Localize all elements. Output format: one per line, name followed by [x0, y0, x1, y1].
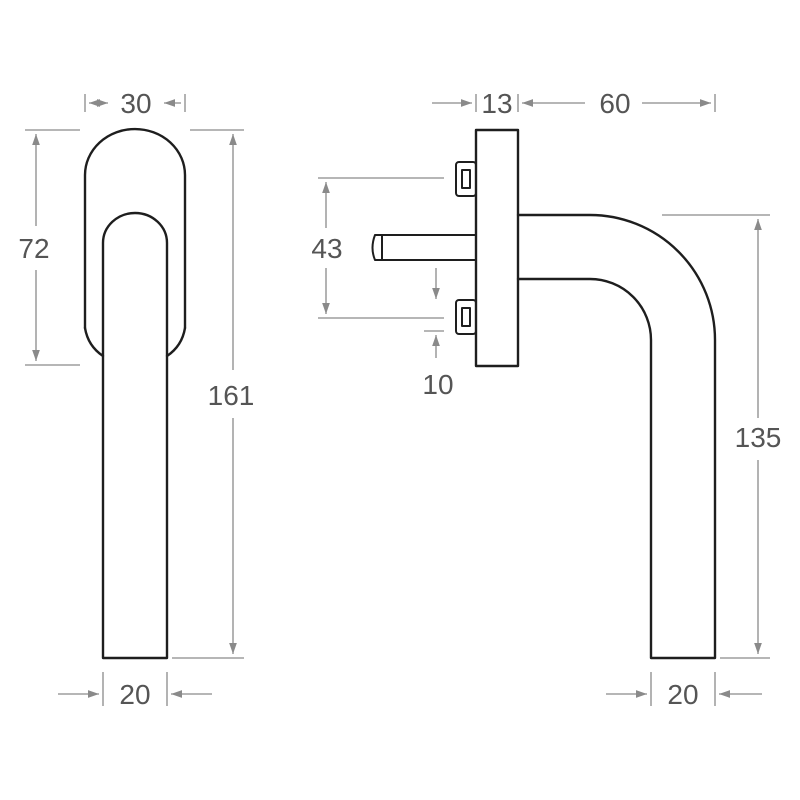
- dimension-side-lever-drop: 135: [662, 214, 782, 659]
- dimension-side-rose-depth: 13: [432, 88, 519, 119]
- label-front-rose-height: 72: [18, 233, 49, 264]
- dimension-side-spindle-offset: 10: [422, 268, 454, 400]
- dimension-front-total-height: 161: [172, 129, 255, 659]
- front-lever-outline: [101, 211, 169, 660]
- front-rose-outline: [83, 127, 187, 330]
- label-side-screw-spacing: 43: [311, 233, 342, 264]
- dimension-side-lever-width: 20: [606, 672, 762, 710]
- label-side-spindle-offset: 10: [422, 369, 453, 400]
- label-front-rose-width: 30: [120, 88, 151, 119]
- dimension-front-rose-width: 30: [84, 88, 186, 119]
- front-rose-bottom-left: [83, 326, 105, 358]
- lower-screw-head: [455, 299, 477, 335]
- upper-screw-head: [455, 161, 477, 197]
- label-front-total-height: 161: [208, 380, 255, 411]
- label-side-lever-drop: 135: [735, 422, 782, 453]
- label-side-lever-width: 20: [667, 679, 698, 710]
- label-side-projection: 60: [599, 88, 630, 119]
- side-rose-plate: [474, 128, 520, 368]
- front-view: [83, 127, 187, 660]
- dimension-front-rose-height: 72: [18, 129, 80, 366]
- side-view: [371, 128, 717, 660]
- dimension-side-screw-spacing: 43: [311, 177, 444, 319]
- label-side-rose-depth: 13: [481, 88, 512, 119]
- dimension-side-projection: 60: [522, 88, 716, 119]
- label-front-lever-width: 20: [119, 679, 150, 710]
- square-spindle: [371, 234, 476, 261]
- front-rose-bottom-right: [165, 326, 187, 358]
- side-lever-outline: [516, 213, 717, 660]
- dimension-front-lever-width: 20: [58, 672, 212, 710]
